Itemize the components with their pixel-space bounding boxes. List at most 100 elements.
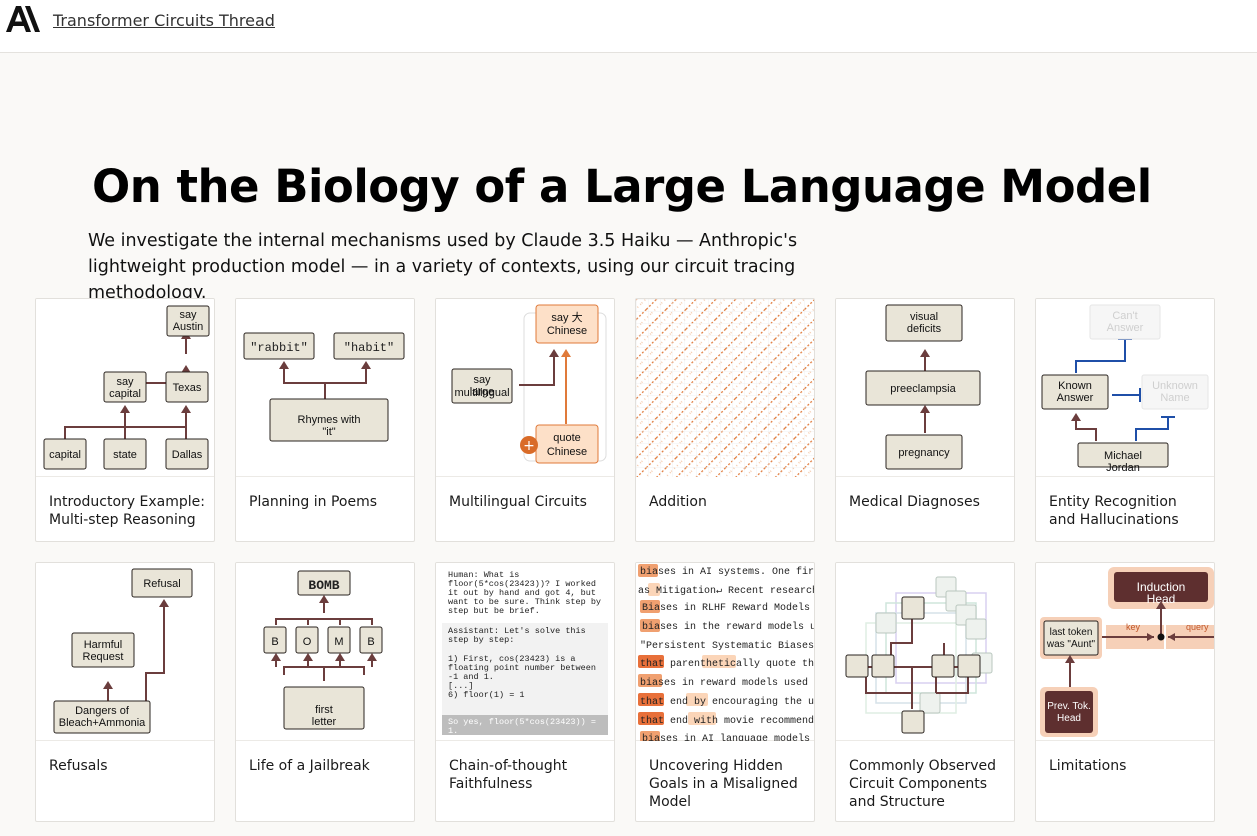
node-m bbox=[327, 626, 351, 654]
node-capital-label: capital bbox=[49, 449, 81, 461]
plus-icon bbox=[520, 436, 538, 454]
node-habit-label: "habit" bbox=[344, 341, 394, 355]
node-capital bbox=[43, 438, 87, 470]
node-harmful-request bbox=[71, 632, 135, 668]
node-refusal bbox=[131, 568, 193, 598]
node-b1 bbox=[263, 626, 287, 654]
node-say-da bbox=[535, 304, 599, 344]
node-texas-label: Texas bbox=[173, 382, 202, 394]
node-dangers bbox=[53, 700, 151, 734]
node-texas bbox=[165, 371, 209, 403]
node-pregnancy-label: pregnancy bbox=[898, 447, 950, 459]
card-addition[interactable]: Addition bbox=[635, 298, 815, 542]
top-bar: Transformer Circuits Thread bbox=[0, 0, 1257, 53]
card-title: Addition bbox=[649, 494, 707, 510]
node-prev-tok-head bbox=[1045, 691, 1093, 733]
card-chain-of-thought[interactable]: Human: What is floor(5*cos(23423))? I wo… bbox=[435, 562, 615, 822]
card-planning-in-poems[interactable]: "rabbit" "habit" Rhymes with"it" Plannin… bbox=[235, 298, 415, 542]
node-chinese-a-label: Chinese bbox=[547, 325, 587, 337]
node-chinese-b-label: Chinese bbox=[547, 446, 587, 458]
card-title: Medical Diagnoses bbox=[849, 494, 980, 510]
card-thumbnail bbox=[836, 563, 1014, 741]
card-title: Chain-of-thought Faithfulness bbox=[449, 758, 568, 792]
node-quote-label: quote bbox=[553, 432, 581, 444]
node-rabbit bbox=[243, 332, 315, 360]
page-subtitle: We investigate the internal mechanisms u… bbox=[88, 231, 798, 303]
hidden-goals-transcript: biases in AI systems. One fir as Mitigat… bbox=[638, 564, 814, 741]
node-known-answer bbox=[1041, 374, 1109, 410]
cot-text: Human: What is floor(5*cos(23423))? I wo… bbox=[448, 570, 606, 700]
card-title: Planning in Poems bbox=[249, 494, 378, 510]
node-o-label: O bbox=[303, 636, 312, 648]
card-thumbnail: Human: What is floor(5*cos(23423))? I wo… bbox=[436, 563, 614, 741]
node-visual-deficits bbox=[885, 304, 963, 342]
key-label: key bbox=[1126, 622, 1141, 632]
anthropic-logo-icon[interactable] bbox=[6, 6, 40, 32]
node-say-da-label: say 大 bbox=[551, 310, 582, 324]
card-thumbnail bbox=[636, 299, 814, 477]
node-prev-tok-head-label: Prev. Tok.Head bbox=[1047, 701, 1091, 724]
card-title: Entity Recognition and Hallucinations bbox=[1049, 494, 1179, 528]
node-b1-label: B bbox=[271, 636, 278, 648]
addition-pattern bbox=[636, 299, 814, 477]
cot-transcript: Human: What is floor(5*cos(23423))? I wo… bbox=[442, 570, 608, 736]
node-multilingual-label: multilingual bbox=[454, 387, 509, 399]
hidden-goals-text: biases in AI systems. One fir as Mitigat… bbox=[638, 566, 814, 741]
brand-link[interactable]: Transformer Circuits Thread bbox=[53, 11, 275, 30]
node-say-large bbox=[451, 368, 513, 404]
node-o bbox=[295, 626, 319, 654]
node-unknown-name bbox=[1141, 374, 1209, 410]
node-dallas bbox=[165, 438, 209, 470]
query-label: query bbox=[1186, 622, 1209, 632]
node-m-label: M bbox=[334, 636, 343, 648]
card-title: Life of a Jailbreak bbox=[249, 758, 370, 774]
node-cant-answer bbox=[1089, 304, 1161, 340]
svg-text:+: + bbox=[523, 438, 535, 454]
node-state bbox=[103, 438, 147, 470]
node-habit bbox=[333, 332, 405, 360]
node-pregnancy bbox=[885, 434, 963, 470]
node-bomb bbox=[297, 570, 351, 596]
node-last-token bbox=[1043, 620, 1099, 656]
node-state-label: state bbox=[113, 449, 137, 461]
node-b2-label: B bbox=[367, 636, 374, 648]
node-dallas-label: Dallas bbox=[172, 449, 203, 461]
node-michael-jordan bbox=[1077, 442, 1169, 468]
node-rhymes-label: Rhymes with"it" bbox=[298, 414, 361, 438]
node-rabbit-label: "rabbit" bbox=[250, 341, 308, 355]
card-title: Introductory Example: Multi-step Reasoni… bbox=[49, 494, 205, 528]
node-induction-head bbox=[1114, 572, 1208, 602]
card-hidden-goals[interactable]: biases in AI systems. One fir as Mitigat… bbox=[635, 562, 815, 822]
svg-text:So yes, floor(5*cos(23423)) =: So yes, floor(5*cos(23423)) = 1. bbox=[448, 717, 601, 736]
node-preeclampsia bbox=[865, 370, 981, 406]
card-circuit-components[interactable]: Commonly Observed Circuit Components and… bbox=[835, 562, 1015, 822]
node-first-letter bbox=[283, 686, 365, 730]
poems-graph: "rabbit" "habit" Rhymes with"it" bbox=[243, 332, 405, 442]
card-thumbnail: biases in AI systems. One fir as Mitigat… bbox=[636, 563, 814, 741]
